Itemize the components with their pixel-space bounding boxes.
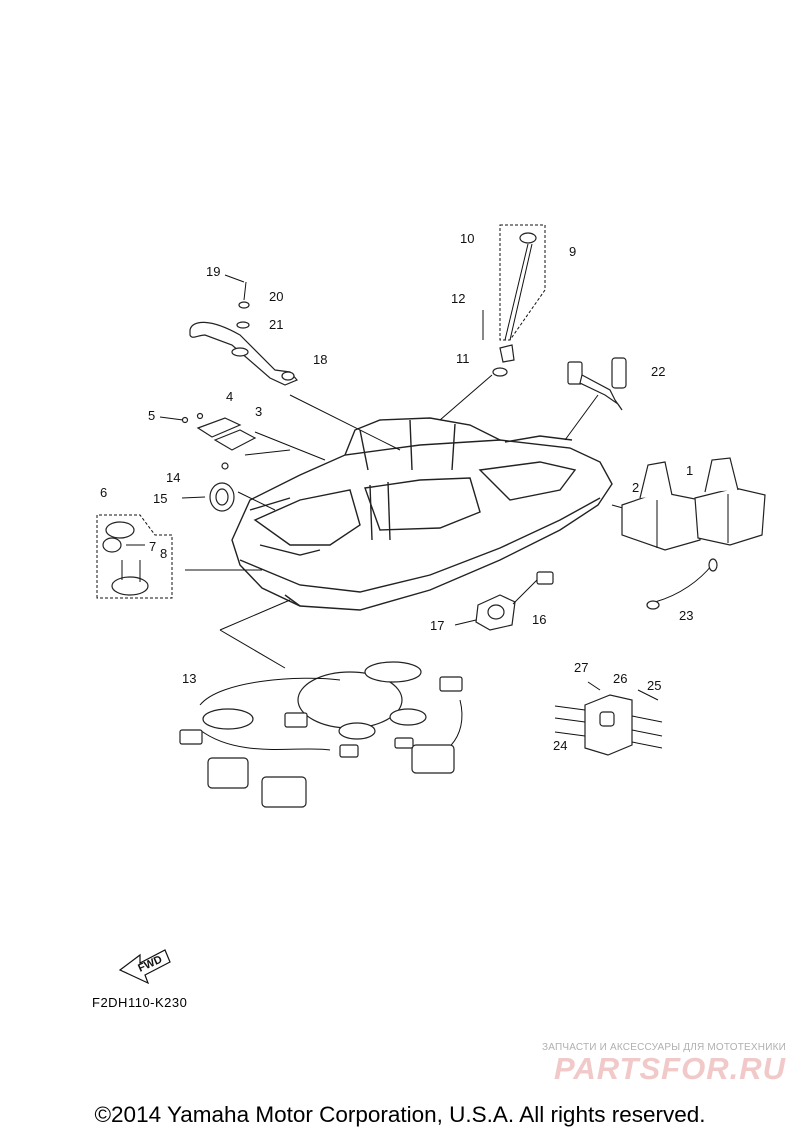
callout-10: 10 xyxy=(460,231,474,246)
callout-13: 13 xyxy=(182,671,196,686)
callout-18: 18 xyxy=(313,352,327,367)
callout-12: 12 xyxy=(451,291,465,306)
drawing-code: F2DH110-K230 xyxy=(92,995,188,1010)
callout-20: 20 xyxy=(269,289,283,304)
vent-cover xyxy=(181,462,235,512)
callout-7: 7 xyxy=(149,539,156,554)
boat-hull xyxy=(231,417,613,611)
callout-16: 16 xyxy=(532,612,546,627)
leader-lines xyxy=(185,374,631,669)
callout-1: 1 xyxy=(686,463,693,478)
callout-17: 17 xyxy=(430,618,444,633)
callout-22: 22 xyxy=(651,364,665,379)
battery-cable xyxy=(646,558,718,610)
callout-25: 25 xyxy=(647,678,661,693)
fwd-arrow: FWD xyxy=(118,949,171,985)
battery-holder xyxy=(621,457,766,551)
callout-4: 4 xyxy=(226,389,233,404)
sensor xyxy=(567,357,627,411)
switch-group xyxy=(96,514,173,599)
callout-11: 11 xyxy=(456,351,470,366)
copyright-notice: ©2014 Yamaha Motor Corporation, U.S.A. A… xyxy=(94,1102,706,1127)
callout-27: 27 xyxy=(574,660,588,675)
grab-rail xyxy=(189,274,299,386)
callout-3: 3 xyxy=(255,404,262,419)
callout-6: 6 xyxy=(100,485,107,500)
callout-23: 23 xyxy=(679,608,693,623)
callout-labels: 1 2 3 4 5 6 7 8 9 10 11 12 13 14 15 16 1… xyxy=(100,231,693,753)
callout-19: 19 xyxy=(206,264,220,279)
callout-21: 21 xyxy=(269,317,283,332)
cover-assembly xyxy=(159,412,257,451)
watermark-logo: PARTSFOR.RU xyxy=(553,1051,786,1086)
watermark-tagline: ЗАПЧАСТИ И АКСЕССУАРЫ ДЛЯ МОТОТЕХНИКИ xyxy=(541,1042,786,1053)
tube-assembly xyxy=(482,224,546,377)
callout-14: 14 xyxy=(166,470,180,485)
callout-5: 5 xyxy=(148,408,155,423)
mount-bracket xyxy=(554,681,663,756)
callout-8: 8 xyxy=(160,546,167,561)
callout-9: 9 xyxy=(569,244,576,259)
callout-15: 15 xyxy=(153,491,167,506)
callout-26: 26 xyxy=(613,671,627,686)
watermark: ЗАПЧАСТИ И АКСЕССУАРЫ ДЛЯ МОТОТЕХНИКИ PA… xyxy=(486,1042,786,1087)
callout-2: 2 xyxy=(632,480,639,495)
wire-harness xyxy=(179,661,463,808)
mount-plate xyxy=(454,571,554,631)
callout-24: 24 xyxy=(553,738,567,753)
